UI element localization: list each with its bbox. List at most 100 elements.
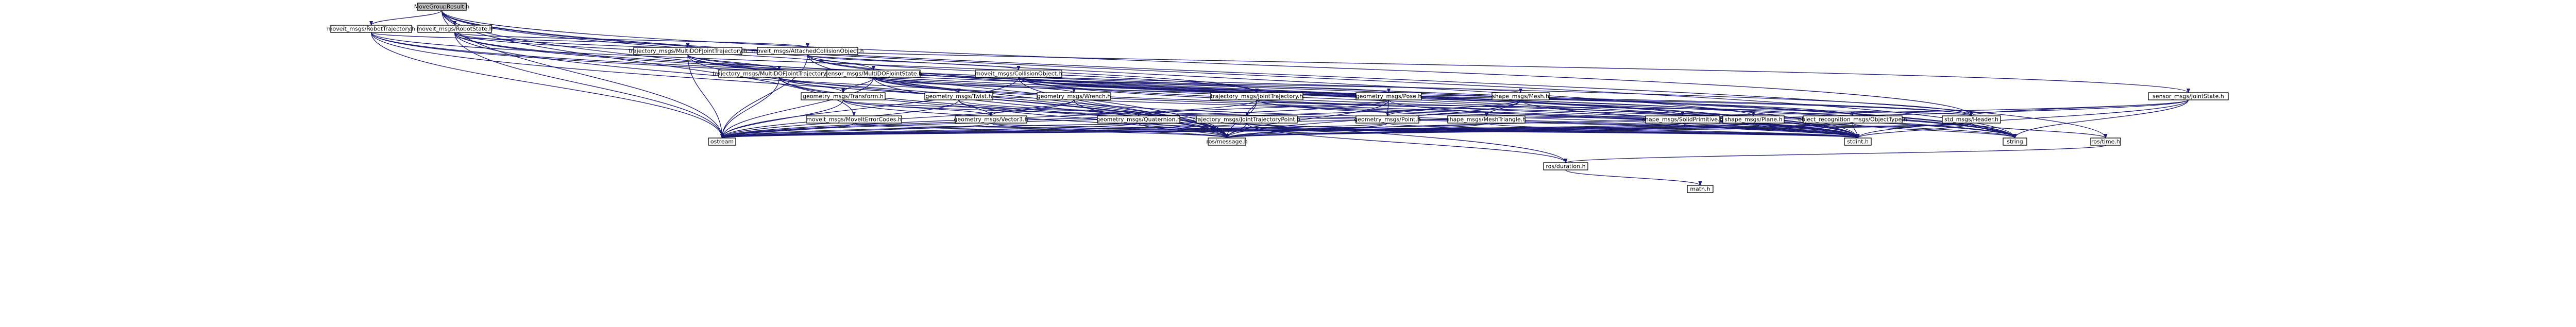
node-rosdur[interactable]: ros/duration.h — [1543, 162, 1588, 170]
node-mdjs[interactable]: sensor_msgs/MultiDOFJointState.h — [825, 70, 922, 78]
node-box — [417, 3, 467, 11]
node-box — [757, 47, 858, 55]
edge-tf-to-stdint — [842, 99, 1860, 139]
node-label: moveit_msgs/RobotTrajectory.h — [327, 26, 416, 32]
node-box — [1447, 115, 1526, 124]
edge-root-to-rostime — [441, 10, 2108, 139]
node-tw[interactable]: geometry_msgs/Twist.h — [924, 92, 993, 100]
node-math[interactable]: math.h — [1687, 185, 1714, 193]
edge-mdjs-to-tf — [841, 77, 874, 93]
node-rs[interactable]: moveit_msgs/RobotState.h — [417, 25, 493, 33]
node-sp[interactable]: shape_msgs/SolidPrimitive.h — [1642, 115, 1723, 124]
edge-mdjs-to-wr — [873, 77, 1076, 93]
edge-rs-to-aco — [454, 32, 809, 48]
edge-rt-to-ostream — [370, 32, 724, 139]
node-label: trajectory_msgs/JointTrajectoryPoint.h — [1193, 116, 1300, 123]
node-label: shape_msgs/Plane.h — [1724, 116, 1782, 123]
node-label: stdint.h — [1847, 139, 1869, 145]
edge-mdjs-to-ostream — [720, 77, 874, 139]
edge-co-to-sp — [1018, 77, 1685, 116]
node-box — [2148, 92, 2229, 100]
node-rt[interactable]: moveit_msgs/RobotTrajectory.h — [327, 25, 416, 33]
edge-vec-to-ostream — [720, 123, 992, 139]
edge-hdr-to-ostream — [721, 123, 1972, 139]
node-js[interactable]: sensor_msgs/JointState.h — [2148, 92, 2229, 100]
node-ostream[interactable]: ostream — [708, 137, 736, 146]
edge-rs-to-string — [454, 32, 2017, 139]
node-box — [924, 92, 993, 100]
node-box — [633, 47, 742, 55]
node-hdr[interactable]: std_msgs/Header.h — [1942, 115, 2001, 124]
node-co[interactable]: moveit_msgs/CollisionObject.h — [975, 70, 1062, 78]
edge-co-to-ot — [1018, 77, 1855, 116]
node-string[interactable]: string — [2003, 137, 2027, 146]
edge-rt-to-string — [370, 32, 2017, 139]
node-aco[interactable]: moveit_msgs/AttachedCollisionObject.h — [751, 47, 864, 55]
node-label: shape_msgs/SolidPrimitive.h — [1642, 116, 1723, 123]
edge-co-to-pose — [1018, 77, 1391, 93]
edge-root-to-hdr — [441, 10, 1973, 116]
node-label: sensor_msgs/MultiDOFJointState.h — [825, 71, 922, 77]
node-wr[interactable]: geometry_msgs/Wrench.h — [1037, 92, 1111, 100]
node-tf[interactable]: geometry_msgs/Transform.h — [801, 92, 886, 100]
node-label: math.h — [1690, 186, 1710, 193]
node-jt[interactable]: trajectory_msgs/JointTrajectory.h — [1210, 92, 1303, 100]
node-box — [1492, 92, 1550, 100]
node-box — [1645, 115, 1720, 124]
edge-pose-to-ostream — [720, 99, 1389, 139]
node-box — [975, 70, 1062, 78]
node-label: moveit_msgs/AttachedCollisionObject.h — [751, 48, 863, 55]
node-rosmsg[interactable]: ros/message.h — [1206, 137, 1248, 146]
node-jtp[interactable]: trajectory_msgs/JointTrajectoryPoint.h — [1193, 115, 1300, 124]
node-pose[interactable]: geometry_msgs/Pose.h — [1355, 92, 1422, 100]
edge-wr-to-vec — [989, 99, 1075, 116]
node-box — [826, 70, 921, 78]
node-box — [1722, 115, 1785, 124]
node-label: MoveGroupResult.h — [414, 4, 469, 10]
edge-co-to-string — [1018, 77, 2017, 139]
edge-plane-to-stdint — [1753, 123, 1860, 139]
node-label: moveit_msgs/RobotState.h — [417, 26, 493, 32]
edge-mesh-to-mtri — [1484, 99, 1521, 116]
node-label: geometry_msgs/Twist.h — [925, 93, 992, 100]
edge-mdjtp-to-rosmsg — [778, 77, 1229, 139]
node-quat[interactable]: geometry_msgs/Quaternion.h — [1096, 115, 1181, 124]
node-rostime[interactable]: ros/time.h — [2090, 137, 2121, 146]
node-label: trajectory_msgs/MultiDOFJointTrajectoryP… — [713, 71, 846, 77]
nodes: MoveGroupResult.h moveit_msgs/RobotTrajec… — [327, 3, 2229, 193]
edge-mec-to-ostream — [720, 123, 855, 139]
edge-mdjs-to-hdr — [873, 77, 1973, 116]
node-label: object_recognition_msgs/ObjectType.h — [1798, 116, 1907, 123]
node-mec[interactable]: moveit_msgs/MoveItErrorCodes.h — [806, 115, 902, 124]
edge-co-to-ostream — [720, 77, 1019, 139]
node-box — [708, 137, 736, 146]
node-stdint[interactable]: stdint.h — [1844, 137, 1872, 146]
node-mesh[interactable]: shape_msgs/Mesh.h — [1492, 92, 1550, 100]
node-box — [1097, 115, 1180, 124]
node-box — [1543, 162, 1588, 170]
node-mdjt[interactable]: trajectory_msgs/MultiDOFJointTrajectory.… — [629, 47, 747, 55]
edge-mdjs-to-tw — [873, 77, 961, 93]
edge-ot-to-string — [1852, 123, 2017, 139]
edge-mdjt-to-hdr — [687, 54, 1973, 116]
node-box — [1210, 92, 1303, 100]
node-label: shape_msgs/Mesh.h — [1492, 93, 1549, 100]
node-plane[interactable]: shape_msgs/Plane.h — [1722, 115, 1785, 124]
edge-rs-to-js — [454, 32, 2190, 93]
node-label: geometry_msgs/Transform.h — [803, 93, 884, 100]
edge-co-to-mesh — [1018, 77, 1522, 93]
node-box — [1942, 115, 2001, 124]
edge-mdjs-to-rosmsg — [873, 77, 1229, 139]
node-ot[interactable]: object_recognition_msgs/ObjectType.h — [1798, 115, 1907, 124]
edge-js-to-stdint — [1856, 99, 2189, 139]
node-box — [1687, 185, 1714, 193]
node-box — [1196, 115, 1298, 124]
node-box — [2003, 137, 2027, 146]
node-mtri[interactable]: shape_msgs/MeshTriangle.h — [1447, 115, 1526, 124]
node-box — [1803, 115, 1903, 124]
node-label: shape_msgs/MeshTriangle.h — [1447, 116, 1526, 123]
node-mdjtp[interactable]: trajectory_msgs/MultiDOFJointTrajectoryP… — [713, 70, 846, 78]
edge-mdjt-to-ostream — [687, 54, 724, 139]
node-vec[interactable]: geometry_msgs/Vector3.h — [954, 115, 1028, 124]
node-pt[interactable]: geometry_msgs/Point.h — [1354, 115, 1421, 124]
